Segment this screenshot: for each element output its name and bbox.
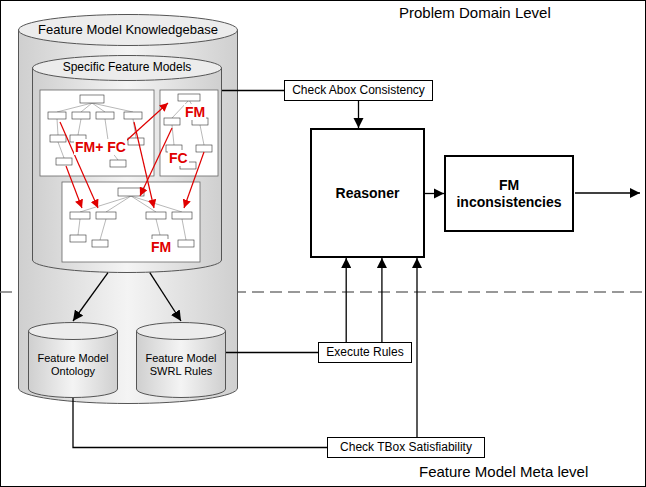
connector [226,352,318,353]
process-box: Check TBox Satisfiability [327,437,485,458]
connector [222,90,284,91]
text-holder: Reasoner [312,130,423,256]
text-holder: Execute Rules [319,343,411,362]
connector [416,258,417,437]
cylinder-body [33,68,222,273]
node-text: Specific Feature Models [63,61,192,75]
feature-model-panel [160,90,218,176]
connector [358,101,359,128]
node-text: Feature Model Knowledgebase [38,23,218,38]
model-tag: FM+ FC [74,139,127,155]
node-text: Feature Model SWRL Rules [142,352,220,377]
text-holder: Feature Model SWRL Rules [136,322,226,398]
feature-boxes [48,94,212,247]
cylinder-body [19,30,238,404]
connector [73,273,108,321]
connector [73,398,327,448]
ontology-store: Feature Model Ontology [28,322,118,398]
cylinder-body [137,331,226,398]
knowledgebase-cylinder: Specific Feature ModelsFeature Model Ont… [18,14,238,404]
text-holder: Specific Feature Models [32,55,222,273]
rules-store: Feature Model SWRL Rules [136,322,226,398]
text-holder: Check Abox Consistency [285,81,432,100]
model-tag: FM [150,239,172,255]
output-box: FM inconsistencies [444,155,574,232]
node-text: Check TBox Satisfiability [340,441,472,455]
cylinder-body [29,331,118,398]
feature-model-panel [40,90,154,176]
cylinder-top [29,323,118,340]
text-holder: FM inconsistencies [446,157,572,230]
node-text: Check Abox Consistency [292,84,425,98]
cylinder-shape [32,55,222,273]
node-text: FM inconsistencies [453,177,565,209]
model-tag: FC [168,150,189,166]
connector [381,258,382,342]
connector [150,273,181,321]
text-holder: Feature Model Ontology [28,322,118,398]
cylinder-top [137,323,226,340]
text-holder: Check TBox Satisfiability [328,438,484,457]
tree-lines [57,100,204,240]
process-box: Check Abox Consistency [284,80,433,101]
connector [346,258,347,342]
mapping-arrows [60,103,204,208]
cylinder-top [19,15,238,46]
reasoner-box: Reasoner [310,128,425,258]
node-text: Execute Rules [326,346,403,360]
process-box: Execute Rules [318,342,412,363]
model-tag: FM [184,104,206,120]
feature-model-panel [62,182,200,262]
node-text: Reasoner [336,185,400,201]
node-text: Feature Model Ontology [34,352,112,377]
level-label: Feature Model Meta level [418,463,589,480]
connector [425,193,444,194]
cylinder-top [33,56,222,81]
feature-model-store: Specific Feature Models [32,55,222,273]
output-arrow [575,192,640,193]
level-label: Problem Domain Level [398,4,552,21]
